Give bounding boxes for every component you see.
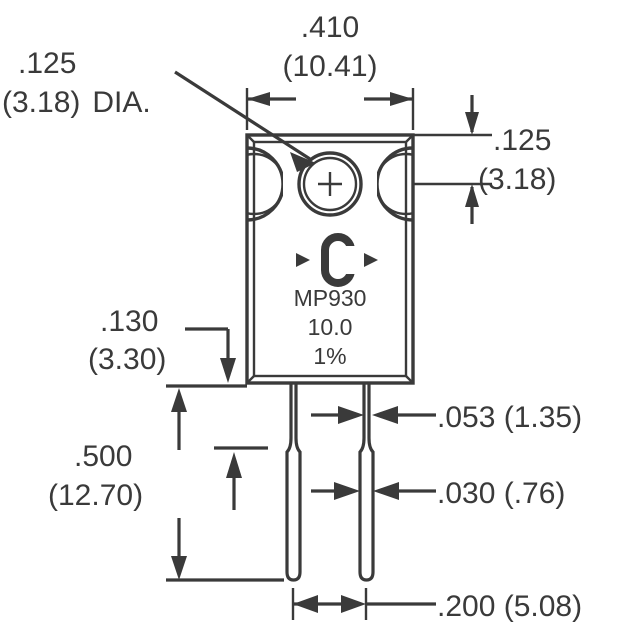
lead-length-mm-label: (12.70) (48, 479, 143, 512)
hole-diameter-leader (174, 70, 316, 172)
dimension-lead-width-upper (311, 406, 436, 424)
hole-dia-inch-label: .125 (18, 47, 76, 80)
resistance-label: 10.0 (308, 314, 353, 340)
dimension-lead-length (166, 388, 284, 582)
dimension-body-width (245, 88, 415, 130)
hole-from-top-mm-label: (3.18) (478, 163, 556, 196)
lead-length-inch-label: .500 (74, 440, 132, 473)
mounting-hole (297, 151, 363, 217)
left-side-notch (247, 146, 283, 222)
dimension-shoulder-height (166, 327, 247, 388)
resistor-body-outline (245, 133, 415, 385)
body-width-mm-label: (10.41) (282, 50, 377, 83)
dimension-lead-width-lower (311, 482, 436, 500)
left-lead (285, 383, 302, 582)
right-lead (358, 383, 375, 582)
caddock-c-logo-icon (296, 233, 378, 287)
part-number-label: MP930 (294, 285, 367, 311)
shoulder-height-inch-label: .130 (100, 305, 158, 338)
tolerance-label: 1% (313, 343, 346, 369)
lead-width-upper-label: .053 (1.35) (437, 401, 582, 434)
lead-spacing-label: .200 (5.08) (437, 590, 582, 623)
lead-width-lower-label: .030 (.76) (437, 477, 565, 510)
body-width-inch-label: .410 (301, 11, 359, 44)
shoulder-height-mm-label: (3.30) (88, 343, 166, 376)
hole-from-top-inch-label: .125 (493, 124, 551, 157)
hole-dia-mm-suffix-label: (3.18)DIA. (2, 86, 151, 119)
dimension-hole-from-top (413, 95, 492, 224)
right-side-notch (377, 146, 413, 222)
dimension-lead-spacing (291, 588, 436, 620)
